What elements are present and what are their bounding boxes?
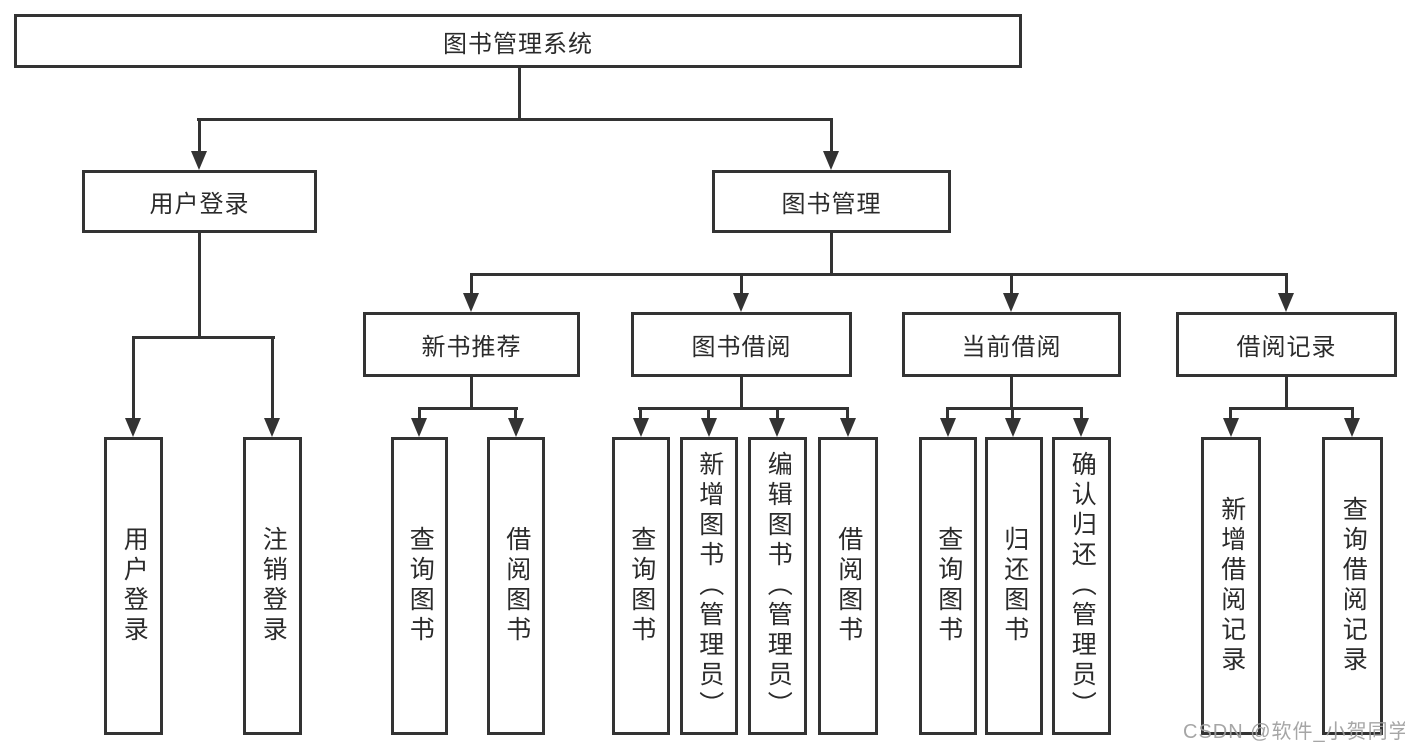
connector-line (418, 407, 518, 410)
node-current-borrowing: 当前借阅 (902, 312, 1121, 377)
connector-line (470, 273, 1288, 276)
connector-line (638, 407, 849, 410)
leaf-label: 编辑图书（管理员） (764, 451, 793, 721)
connector-line (271, 336, 274, 421)
leaf-label: 归还图书 (1000, 526, 1029, 646)
connector-line (846, 407, 849, 422)
connector-line (1285, 273, 1288, 295)
node-book-management: 图书管理 (712, 170, 951, 233)
leaf-user-login: 用户登录 (104, 437, 163, 735)
leaf-label: 借阅图书 (834, 526, 863, 646)
arrowhead-down-icon (508, 418, 524, 437)
connector-line (740, 273, 743, 295)
connector-line (1011, 407, 1014, 422)
arrowhead-down-icon (1003, 293, 1019, 312)
node-label: 用户登录 (149, 191, 250, 218)
arrowhead-down-icon (1223, 418, 1239, 437)
connector-line (830, 118, 833, 154)
leaf-query-borrow-record: 查询借阅记录 (1322, 437, 1383, 735)
node-label: 当前借阅 (961, 334, 1062, 361)
leaf-borrow-books-1: 借阅图书 (487, 437, 545, 735)
leaf-label: 注销登录 (259, 526, 288, 646)
node-label: 图书管理 (781, 191, 882, 218)
connector-line (470, 377, 473, 410)
arrowhead-down-icon (1073, 418, 1089, 437)
leaf-label: 用户登录 (120, 526, 149, 646)
leaf-add-books-admin: 新增图书（管理员） (680, 437, 738, 735)
arrowhead-down-icon (701, 418, 717, 437)
node-label: 新书推荐 (421, 334, 522, 361)
connector-line (740, 377, 743, 410)
connector-line (132, 336, 275, 339)
connector-line (1010, 273, 1013, 295)
node-user-login: 用户登录 (82, 170, 317, 233)
connector-line (776, 407, 779, 422)
node-label: 图书借阅 (691, 334, 792, 361)
node-book-borrowing: 图书借阅 (631, 312, 852, 377)
leaf-return-books: 归还图书 (985, 437, 1043, 735)
arrowhead-down-icon (1344, 418, 1360, 437)
leaf-label: 查询图书 (934, 526, 963, 646)
leaf-label: 查询图书 (627, 526, 656, 646)
leaf-label: 确认归还（管理员） (1068, 451, 1097, 721)
node-label: 图书管理系统 (443, 30, 593, 58)
arrowhead-down-icon (411, 418, 427, 437)
connector-line (1285, 377, 1288, 410)
connector-line (198, 233, 201, 339)
connector-line (198, 118, 201, 154)
arrowhead-down-icon (733, 293, 749, 312)
leaf-logout: 注销登录 (243, 437, 302, 735)
leaf-query-books-3: 查询图书 (919, 437, 977, 735)
leaf-confirm-return-admin: 确认归还（管理员） (1052, 437, 1111, 735)
connector-line (514, 407, 517, 422)
arrowhead-down-icon (1005, 418, 1021, 437)
connector-line (946, 407, 1083, 410)
node-new-book-recommend: 新书推荐 (363, 312, 580, 377)
node-label: 借阅记录 (1236, 334, 1337, 361)
connector-line (639, 407, 642, 422)
connector-line (470, 273, 473, 295)
arrowhead-down-icon (125, 418, 141, 437)
csdn-watermark: CSDN @软件_小贺同学 (1183, 721, 1405, 743)
connector-line (1351, 407, 1354, 422)
arrowhead-down-icon (940, 418, 956, 437)
leaf-label: 查询借阅记录 (1339, 496, 1368, 676)
leaf-edit-books-admin: 编辑图书（管理员） (748, 437, 807, 735)
connector-line (197, 118, 833, 121)
connector-line (946, 407, 949, 422)
arrowhead-down-icon (840, 418, 856, 437)
connector-line (707, 407, 710, 422)
leaf-add-borrow-record: 新增借阅记录 (1201, 437, 1261, 735)
node-borrowing-records: 借阅记录 (1176, 312, 1397, 377)
connector-line (1229, 407, 1232, 422)
connector-line (1010, 377, 1013, 410)
connector-line (830, 233, 833, 276)
connector-line (132, 336, 135, 421)
arrowhead-down-icon (191, 151, 207, 170)
node-root-library-system: 图书管理系统 (14, 14, 1022, 68)
arrowhead-down-icon (633, 418, 649, 437)
arrowhead-down-icon (823, 151, 839, 170)
leaf-label: 查询图书 (406, 526, 435, 646)
connector-line (1080, 407, 1083, 422)
connector-line (418, 407, 421, 422)
arrowhead-down-icon (264, 418, 280, 437)
leaf-borrow-books-2: 借阅图书 (818, 437, 878, 735)
leaf-label: 新增借阅记录 (1217, 496, 1246, 676)
leaf-query-books-2: 查询图书 (612, 437, 670, 735)
leaf-label: 新增图书（管理员） (695, 451, 724, 721)
leaf-query-books-1: 查询图书 (391, 437, 448, 735)
connector-line (1229, 407, 1354, 410)
arrowhead-down-icon (1278, 293, 1294, 312)
leaf-label: 借阅图书 (502, 526, 531, 646)
arrowhead-down-icon (463, 293, 479, 312)
connector-line (518, 68, 521, 121)
arrowhead-down-icon (769, 418, 785, 437)
